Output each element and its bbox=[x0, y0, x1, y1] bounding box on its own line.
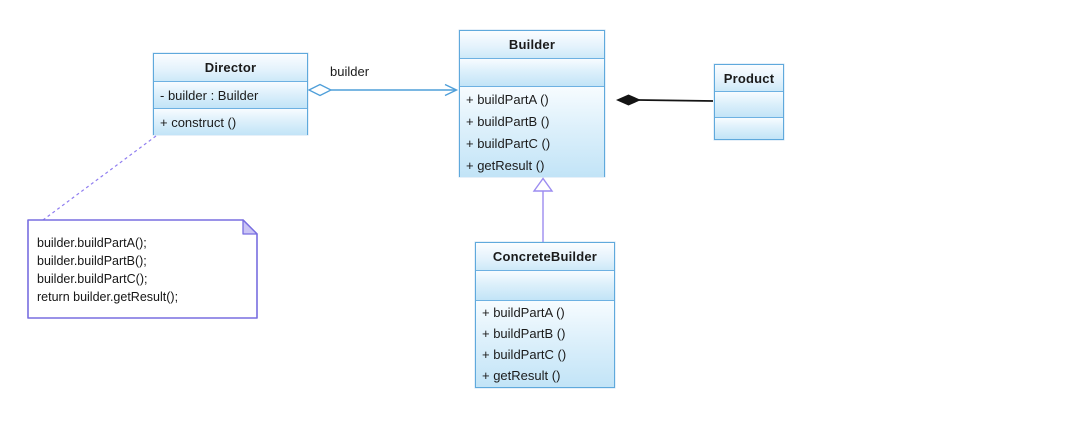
code-note-shape[interactable] bbox=[27, 219, 258, 319]
class-methods: + buildPartA () + buildPartB () + buildP… bbox=[476, 300, 614, 387]
note-line: return builder.getResult(); bbox=[37, 290, 179, 304]
class-method: + buildPartA () bbox=[466, 91, 549, 107]
note-line: builder.buildPartA(); bbox=[37, 236, 147, 250]
class-method: + construct () bbox=[154, 108, 307, 135]
class-attributes-empty bbox=[715, 91, 783, 117]
inheritance-connector[interactable] bbox=[532, 177, 554, 243]
class-title: Builder bbox=[460, 31, 604, 58]
note-line: builder.buildPartB(); bbox=[37, 254, 147, 268]
class-methods-empty bbox=[715, 117, 783, 139]
class-method: + buildPartA () bbox=[482, 305, 565, 320]
note-anchor-line[interactable] bbox=[42, 135, 157, 221]
code-note-text: builder.buildPartA(); builder.buildPartB… bbox=[30, 229, 259, 306]
class-method: + buildPartB () bbox=[482, 326, 566, 341]
product-association-connector[interactable] bbox=[616, 94, 714, 106]
class-title: Director bbox=[154, 54, 307, 81]
class-method: + getResult () bbox=[482, 368, 561, 383]
class-title: ConcreteBuilder bbox=[476, 243, 614, 270]
class-box-builder[interactable]: Builder + buildPartA () + buildPartB () … bbox=[459, 30, 605, 177]
class-box-product[interactable]: Product bbox=[714, 64, 784, 140]
class-method: + getResult () bbox=[466, 157, 545, 173]
class-method: + buildPartB () bbox=[466, 113, 550, 129]
note-line: builder.buildPartC(); bbox=[37, 272, 148, 286]
class-attributes-empty bbox=[460, 58, 604, 86]
class-title: Product bbox=[715, 65, 783, 91]
aggregation-connector[interactable] bbox=[307, 83, 459, 97]
class-method: + buildPartC () bbox=[466, 135, 551, 151]
class-box-director[interactable]: Director - builder : Builder + construct… bbox=[153, 53, 308, 135]
class-attributes-empty bbox=[476, 270, 614, 300]
class-attribute: - builder : Builder bbox=[154, 81, 307, 108]
role-label-builder: builder bbox=[330, 64, 370, 79]
class-methods: + buildPartA () + buildPartB () + buildP… bbox=[460, 86, 604, 177]
class-method: + buildPartC () bbox=[482, 347, 567, 362]
class-box-concretebuilder[interactable]: ConcreteBuilder + buildPartA () + buildP… bbox=[475, 242, 615, 388]
